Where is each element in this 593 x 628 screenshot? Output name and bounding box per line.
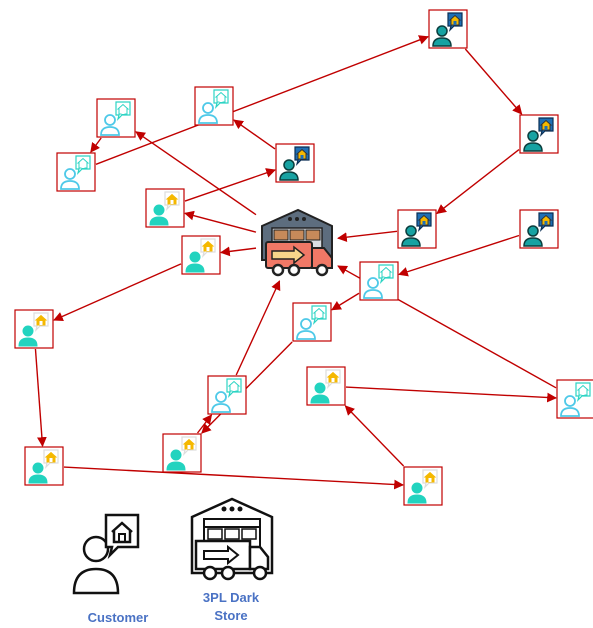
house-bubble-icon (294, 146, 310, 166)
3pl-dark-store-hub (261, 208, 333, 277)
person-icon (560, 395, 580, 417)
route-edge (184, 168, 276, 202)
store-legend-label-line2: Store (214, 608, 247, 623)
store-legend-label-line1: 3PL Dark (203, 590, 260, 605)
customer-node (162, 433, 202, 473)
customer-node (145, 188, 185, 228)
person-icon (310, 382, 330, 404)
route-edge (90, 137, 102, 153)
customer-node (181, 235, 221, 275)
customer-node (519, 209, 559, 249)
person-icon (149, 204, 169, 226)
person-icon (407, 482, 427, 504)
route-edge (337, 230, 398, 243)
route-edge (464, 48, 523, 115)
person-icon (185, 251, 205, 273)
person-icon (401, 225, 421, 247)
person-icon (198, 102, 218, 124)
route-edge (235, 280, 281, 376)
house-bubble-icon (200, 238, 216, 258)
customer-node (56, 152, 96, 192)
customer-node (275, 143, 315, 183)
house-bubble-icon (213, 89, 229, 109)
house-bubble-icon (181, 436, 197, 456)
customer-node (96, 98, 136, 138)
customer-node (397, 209, 437, 249)
person-icon (523, 225, 543, 247)
customer-legend-label: Customer (88, 610, 149, 625)
warehouse-truck-legend-icon (190, 497, 274, 581)
route-edge (331, 292, 360, 311)
person-icon (28, 462, 48, 484)
customer-node (428, 9, 468, 49)
person-icon (166, 449, 186, 471)
house-bubble-icon (311, 305, 327, 325)
house-bubble-icon (226, 378, 242, 398)
customer-node (194, 86, 234, 126)
route-edge (63, 466, 404, 490)
customer-legend-icon (72, 513, 140, 595)
route-edge (184, 210, 257, 233)
person-icon (100, 114, 120, 136)
house-bubble-icon (538, 117, 554, 137)
route-edge (220, 246, 257, 257)
customer-node (556, 379, 593, 419)
person-icon (363, 277, 383, 299)
house-bubble-icon (447, 12, 463, 32)
route-edge (201, 341, 293, 434)
person-icon (296, 318, 316, 340)
route-edge (233, 119, 276, 150)
person-icon (279, 159, 299, 181)
house-bubble-icon (538, 212, 554, 232)
customer-node (207, 375, 247, 415)
person-icon (18, 325, 38, 347)
edges (34, 35, 557, 490)
person-icon (523, 130, 543, 152)
customer-node (403, 466, 443, 506)
route-edge (135, 131, 257, 216)
route-edge (398, 234, 520, 277)
house-bubble-icon (115, 101, 131, 121)
customer-node (14, 309, 54, 349)
customer-node (306, 366, 346, 406)
house-bubble-icon (422, 469, 438, 489)
route-edge (436, 149, 520, 215)
person-icon (211, 391, 231, 413)
route-edge (53, 263, 182, 322)
route-edge (95, 35, 429, 165)
route-edge (196, 414, 213, 434)
route-edge (345, 386, 557, 403)
legend-3pl-dark-store: 3PL Dark Store (190, 497, 274, 623)
house-bubble-icon (33, 312, 49, 332)
house-bubble-icon (325, 369, 341, 389)
house-bubble-icon (378, 264, 394, 284)
customer-node (24, 446, 64, 486)
house-bubble-icon (43, 449, 59, 469)
warehouse-truck-icon (261, 208, 333, 277)
route-edge (34, 348, 47, 447)
legend-customer: Customer (72, 513, 149, 625)
house-bubble-icon (575, 382, 591, 402)
person-icon (60, 168, 80, 190)
house-bubble-icon (416, 212, 432, 232)
customer-nodes (14, 9, 593, 506)
customer-node (519, 114, 559, 154)
customer-node (359, 261, 399, 301)
route-edge (344, 405, 405, 467)
house-bubble-icon (75, 155, 91, 175)
customer-node (292, 302, 332, 342)
house-bubble-icon (164, 191, 180, 211)
person-icon (432, 25, 452, 47)
